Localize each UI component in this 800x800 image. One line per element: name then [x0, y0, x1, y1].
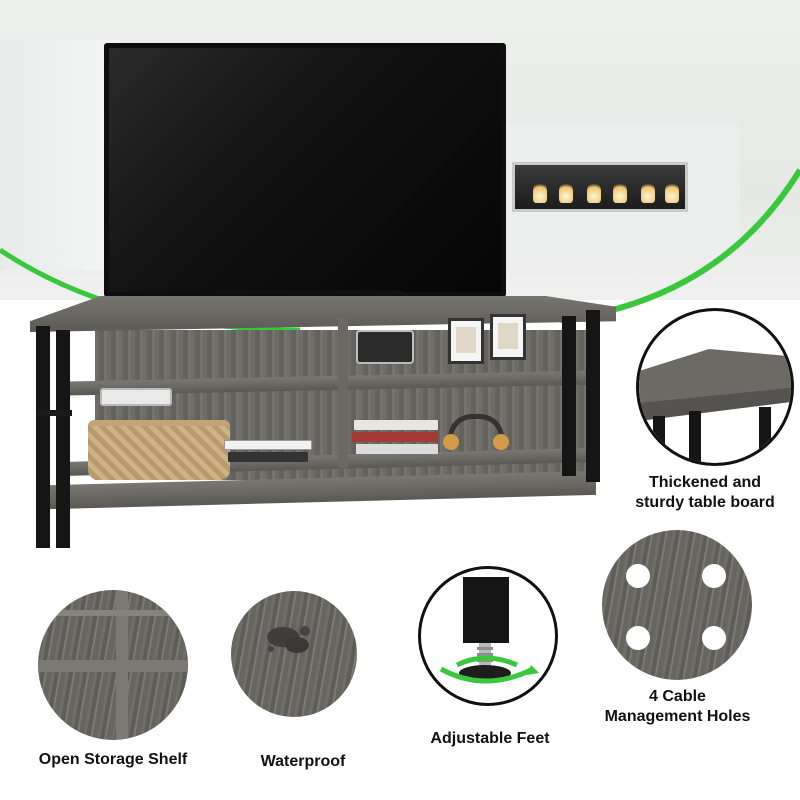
feature-circle-waterproof — [231, 591, 357, 717]
flame-icon — [613, 181, 627, 203]
cable-hole-icon — [702, 564, 726, 588]
cable-hole-icon — [626, 564, 650, 588]
side-rail — [36, 410, 72, 416]
feature-circle-cable-holes — [602, 530, 752, 680]
flame-icon — [559, 181, 573, 203]
room-doorway — [0, 40, 120, 270]
flame-icon — [533, 181, 547, 203]
water-droplets-detail — [267, 626, 310, 653]
book — [352, 432, 438, 442]
feature-circle-adjustable-feet — [418, 566, 558, 706]
book — [354, 420, 438, 430]
label-adjustable-feet: Adjustable Feet — [430, 730, 550, 747]
flame-icon — [641, 181, 655, 203]
photo-frame — [490, 314, 526, 360]
adjustable-foot-detail — [439, 577, 539, 684]
leg-front-left — [36, 326, 50, 548]
label-open-storage: Open Storage Shelf — [38, 751, 188, 768]
board-corner-detail — [639, 349, 791, 463]
photo-frame — [448, 318, 484, 364]
feature-circle-thickened-board — [636, 308, 794, 466]
leg-front-left-inner — [56, 330, 70, 548]
flame-icon — [587, 181, 601, 203]
hero-scene — [0, 0, 800, 548]
label-waterproof: Waterproof — [260, 753, 346, 770]
radio-device — [356, 330, 414, 364]
book — [224, 440, 312, 450]
feature-circle-open-storage — [38, 590, 188, 740]
label-thickened-board: Thickened and sturdy table board — [635, 474, 775, 511]
book — [228, 452, 308, 462]
center-divider — [338, 318, 348, 468]
flame-icon — [665, 181, 679, 203]
leg-right-inner — [562, 316, 576, 476]
television — [104, 43, 506, 297]
fireplace — [512, 162, 688, 212]
tablet — [100, 388, 172, 406]
cable-hole-icon — [702, 626, 726, 650]
shelf-grid-detail — [38, 590, 188, 740]
label-cable-holes: 4 Cable Management Holes — [604, 688, 751, 725]
wicker-basket — [88, 420, 230, 480]
cable-hole-icon — [626, 626, 650, 650]
book — [356, 444, 438, 454]
leg-right — [586, 310, 600, 482]
